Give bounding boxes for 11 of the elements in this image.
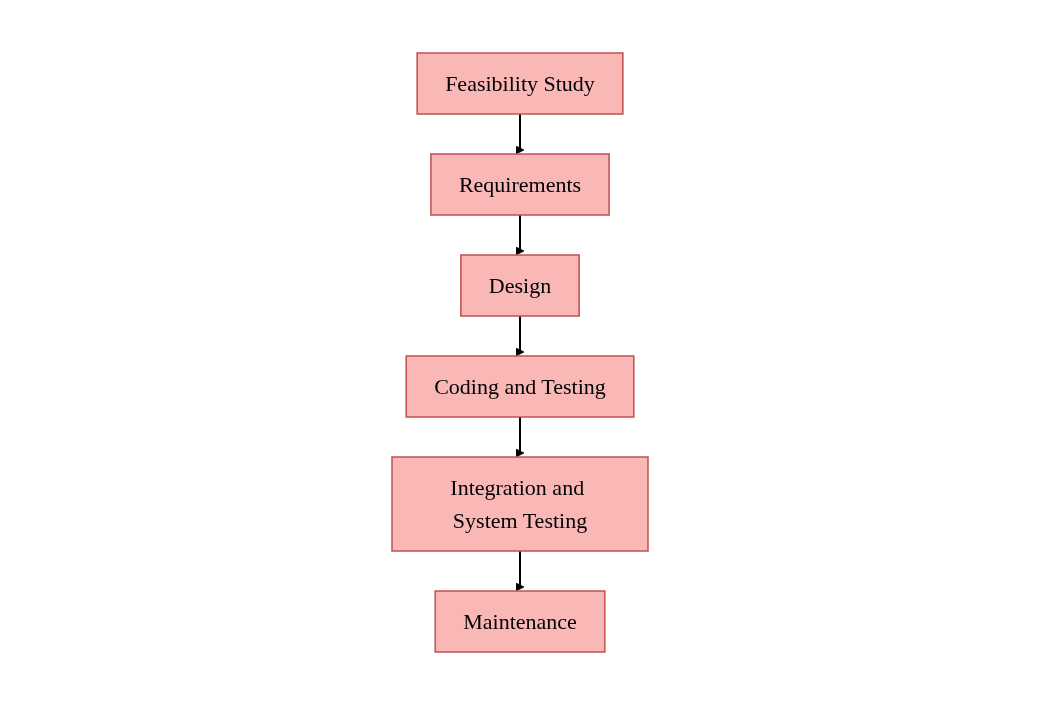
node-box: Design xyxy=(459,253,580,317)
arrow xyxy=(515,314,524,356)
node-box: Requirements xyxy=(429,152,610,216)
node-box: Coding and Testing xyxy=(404,354,635,418)
arrow xyxy=(515,213,524,255)
node-box: Integration and System Testing xyxy=(390,455,649,552)
arrow xyxy=(515,415,524,457)
arrow xyxy=(515,549,524,591)
node-box: Feasibility Study xyxy=(415,51,624,115)
arrow xyxy=(515,112,524,154)
node-box: Maintenance xyxy=(433,589,606,653)
